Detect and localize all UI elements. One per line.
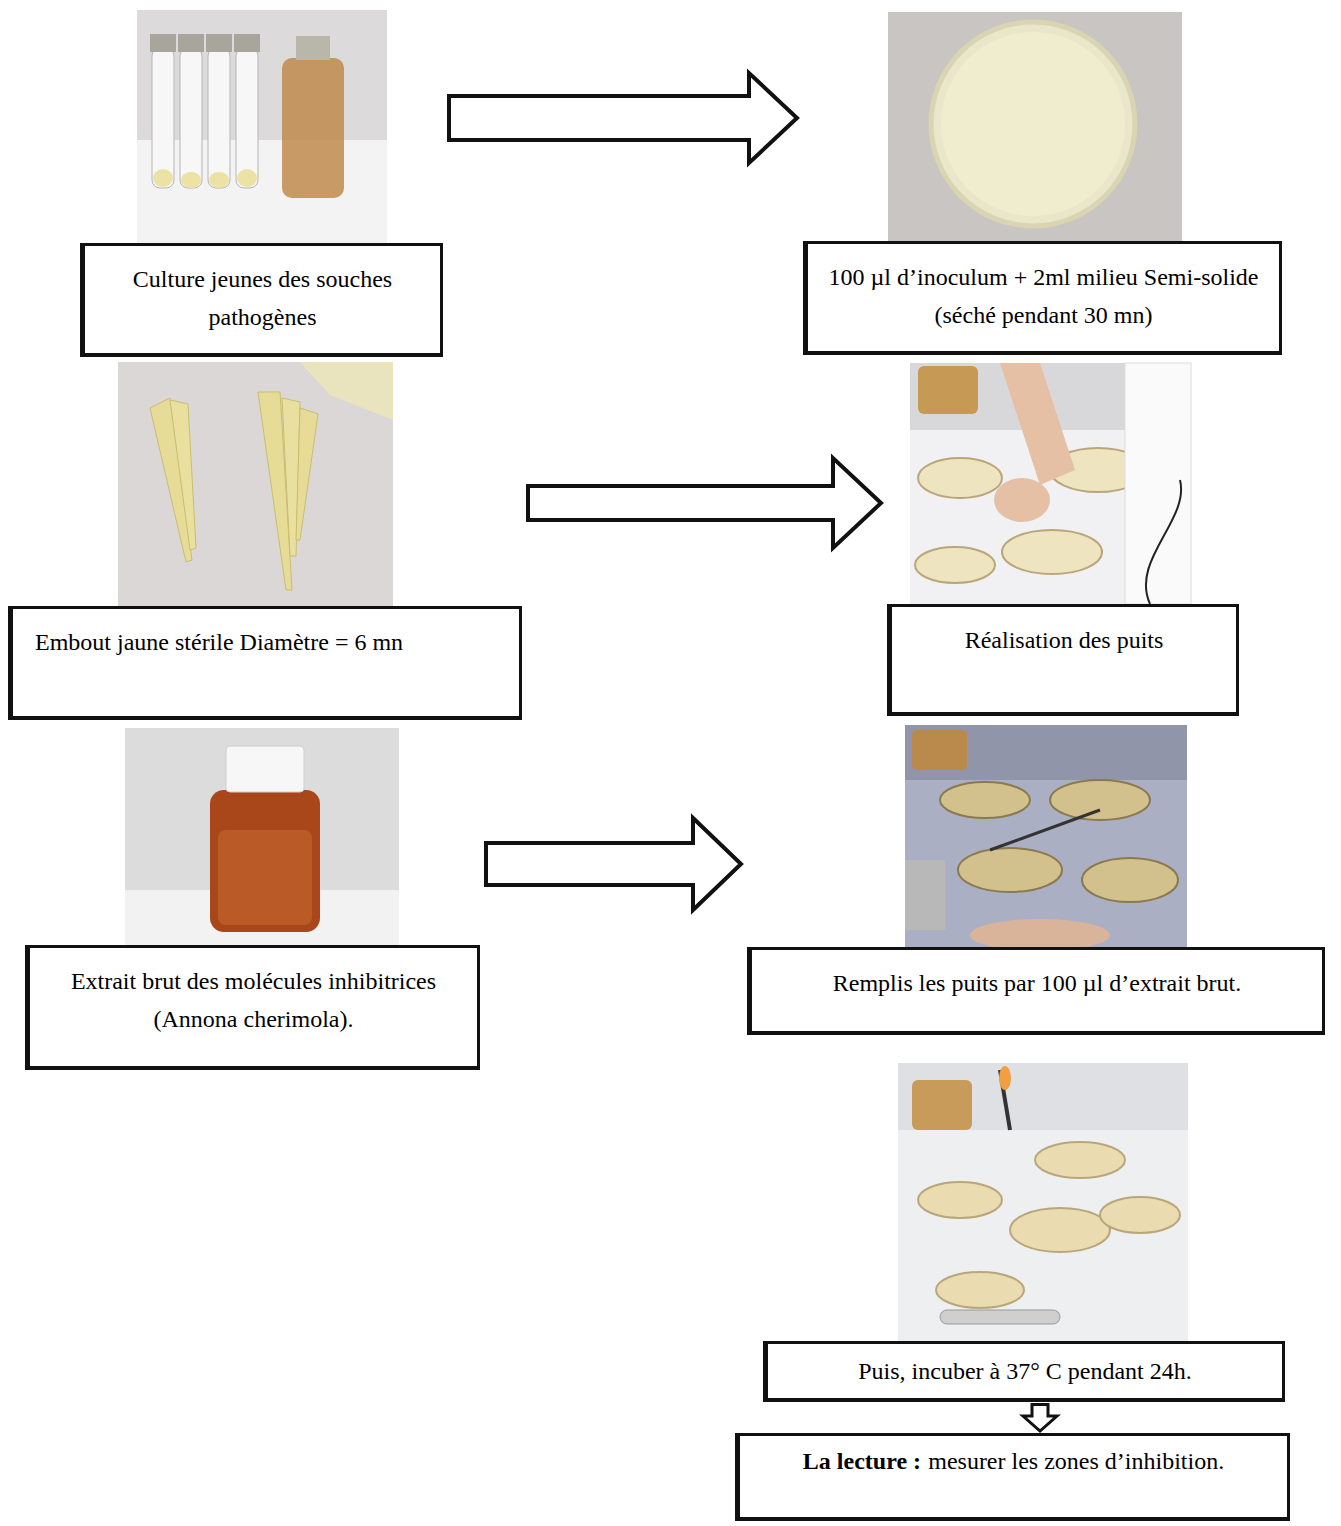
agar-plate <box>940 782 1030 818</box>
caption-box: La lecture : mesurer les zones d’inhibiti… <box>735 1433 1290 1521</box>
agar-plate <box>918 458 1002 498</box>
lab-coat <box>1125 363 1191 604</box>
caption-text: Extrait brut des molécules inhibitrices … <box>44 962 463 1039</box>
yellow-tip <box>170 400 196 550</box>
flame <box>999 1066 1011 1090</box>
bottle-cap <box>296 36 330 60</box>
caption-box: Culture jeunes des souches pathogènes <box>80 243 443 357</box>
test-tube <box>152 48 174 188</box>
process-step: 100 µl d’inoculum + 2ml milieu Semi-soli… <box>803 12 1282 355</box>
incubation-photo <box>898 1063 1188 1341</box>
photo-slot <box>8 362 522 606</box>
caption-text: Réalisation des puits <box>906 621 1222 659</box>
caption-box: Extrait brut des molécules inhibitrices … <box>25 945 480 1070</box>
caption-text: Remplis les puits par 100 µl d’extrait b… <box>766 964 1308 1002</box>
test-tube <box>208 48 230 188</box>
photo-background <box>898 1063 1188 1341</box>
photo-table <box>898 1130 1188 1341</box>
caption-text: mesurer les zones d’inhibition. <box>928 1448 1224 1474</box>
hand <box>994 478 1050 522</box>
photo-slot <box>887 363 1239 604</box>
hand <box>1000 363 1075 485</box>
photo-background <box>910 363 1191 604</box>
lighter <box>940 1310 1060 1324</box>
photo-background <box>888 12 1182 241</box>
wells-photo <box>910 363 1191 604</box>
jar <box>918 366 978 414</box>
process-step: Réalisation des puits <box>887 363 1239 716</box>
tube-cap <box>234 34 260 52</box>
bottle-cap <box>226 746 304 792</box>
photo-background <box>118 362 393 606</box>
culture-liquid <box>181 172 201 188</box>
cable <box>1146 480 1181 604</box>
photo-background <box>905 725 1187 947</box>
block-arrow <box>528 458 881 548</box>
process-step: Extrait brut des molécules inhibitrices … <box>25 728 480 1070</box>
tubes-photo <box>137 10 387 243</box>
agar-plate <box>1002 530 1102 574</box>
test-tube <box>180 48 202 188</box>
photo-slot <box>763 1063 1285 1341</box>
photo-slot <box>803 12 1282 241</box>
extract-liquid <box>218 830 312 925</box>
process-step: Culture jeunes des souches pathogènes <box>80 10 443 357</box>
filling-photo <box>905 725 1187 951</box>
block-arrow <box>1023 1404 1057 1431</box>
process-step: Remplis les puits par 100 µl d’extrait b… <box>747 725 1325 1035</box>
block-arrow <box>486 818 741 910</box>
agar-plate <box>915 547 995 583</box>
photo-slot <box>747 725 1325 947</box>
test-tube <box>236 48 258 188</box>
process-step: Embout jaune stérile Diamètre = 6 mn <box>8 362 522 720</box>
process-step: La lecture : mesurer les zones d’inhibiti… <box>735 1433 1290 1521</box>
extract-photo <box>125 728 399 945</box>
agar-plate <box>1050 780 1150 820</box>
petri-photo <box>888 12 1182 241</box>
amber-bottle <box>210 790 320 932</box>
caption-text: Culture jeunes des souches pathogènes <box>99 260 426 337</box>
block-arrow <box>449 73 797 163</box>
culture-liquid <box>209 172 229 188</box>
caption-box: Puis, incuber à 37° C pendant 24h. <box>763 1341 1285 1402</box>
jar <box>912 730 967 770</box>
agar-plate <box>1100 1197 1180 1233</box>
foil <box>905 860 945 930</box>
caption-text: Embout jaune stérile Diamètre = 6 mn <box>35 623 497 661</box>
caption-box: Embout jaune stérile Diamètre = 6 mn <box>8 606 522 720</box>
caption-text: 100 µl d’inoculum + 2ml milieu Semi-soli… <box>822 258 1265 335</box>
yellow-tip <box>296 408 318 540</box>
culture-liquid <box>153 169 173 187</box>
agar-plate <box>1035 1142 1125 1178</box>
caption-box: Réalisation des puits <box>887 604 1239 716</box>
photo-background <box>125 728 399 945</box>
tips-photo <box>118 362 393 606</box>
photo-slot <box>80 10 443 243</box>
process-step: Puis, incuber à 37° C pendant 24h. <box>763 1063 1285 1402</box>
petri-dish <box>931 22 1135 226</box>
photo-slot <box>25 728 480 945</box>
medium-bottle <box>282 58 344 198</box>
culture-liquid <box>237 169 257 187</box>
caption-box: Remplis les puits par 100 µl d’extrait b… <box>747 947 1325 1035</box>
pipette <box>990 810 1100 850</box>
agar-plate <box>1010 1208 1110 1252</box>
tip-bag <box>300 362 393 420</box>
tube-cap <box>206 34 232 52</box>
caption-box: 100 µl d’inoculum + 2ml milieu Semi-soli… <box>803 241 1282 355</box>
agar-plate <box>1082 858 1178 902</box>
photo-background <box>137 10 387 243</box>
caption-text: Puis, incuber à 37° C pendant 24h. <box>782 1352 1268 1390</box>
tube-cap <box>178 34 204 52</box>
agar-plate <box>918 1182 1002 1218</box>
tube-cap <box>150 34 176 52</box>
jar <box>912 1080 972 1130</box>
caption-text: La lecture : <box>803 1448 921 1474</box>
seeded-medium <box>941 32 1125 216</box>
agar-plate <box>958 848 1062 892</box>
agar-plate <box>936 1272 1024 1308</box>
